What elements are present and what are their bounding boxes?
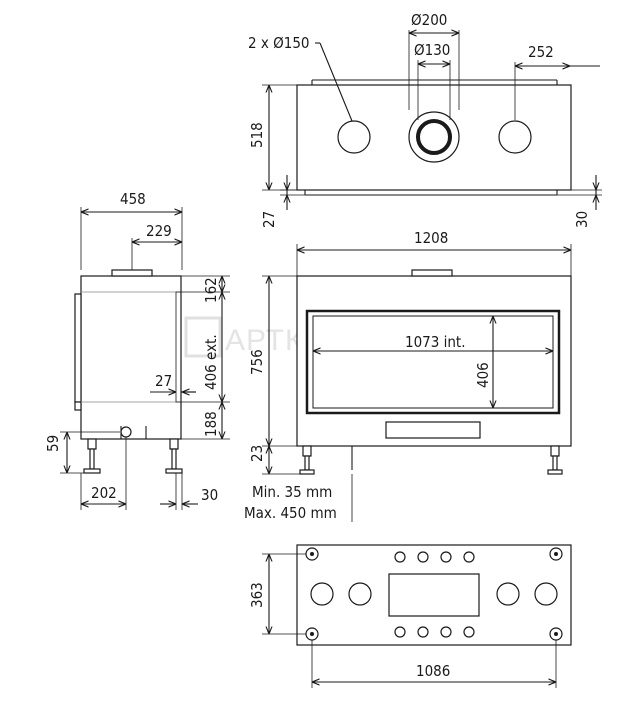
front-foot-right	[547, 469, 563, 475]
side-right-foot	[165, 468, 183, 474]
air-inlet-circle	[120, 426, 132, 438]
flue-right-circle	[498, 120, 532, 154]
bottom-view: 363 1086	[248, 544, 572, 688]
side-door-height-label: 406 ext.	[202, 334, 220, 390]
bottom-foot-br	[549, 627, 563, 641]
bottom-inlet-2	[348, 582, 372, 606]
front-glass-height-label: 406	[474, 362, 492, 388]
pipe-count-label: 2 x Ø150	[248, 34, 310, 52]
bottom-foot-tr	[549, 547, 563, 561]
pipe-spacing-label: 252	[528, 43, 554, 61]
side-wall-offset-label: 27	[155, 372, 172, 390]
side-flue-position-label: 229	[146, 222, 172, 240]
bottom-depth-label: 363	[248, 582, 266, 608]
top-left-offset-label: 27	[260, 211, 278, 228]
front-glass	[312, 315, 554, 409]
bottom-center-plate	[388, 573, 480, 617]
flue-center-inner-circle	[416, 119, 452, 155]
bottom-inlet-4	[534, 582, 558, 606]
side-inlet-height-label: 59	[44, 435, 62, 452]
side-leg-width-label: 30	[201, 486, 218, 504]
front-control-panel	[385, 421, 481, 439]
front-view-body	[296, 275, 572, 447]
outer-pipe-label: Ø200	[411, 11, 447, 29]
inner-pipe-label: Ø130	[414, 41, 450, 59]
front-leg-height-label: 23	[248, 445, 266, 462]
bottom-width-label: 1086	[416, 662, 450, 680]
front-leg-min-label: Min. 35 mm	[252, 483, 332, 501]
front-flue-collar	[411, 269, 453, 277]
top-view: 2 x Ø150 Ø200 Ø130 252 518 27	[248, 11, 602, 228]
top-depth-label: 518	[248, 122, 266, 148]
side-top-section-label: 162	[202, 277, 220, 303]
bottom-foot-bl	[305, 627, 319, 641]
side-flue-collar	[111, 269, 153, 277]
front-glass-width-label: 1073 int.	[405, 333, 466, 351]
front-leg-max-label: Max. 450 mm	[244, 504, 337, 522]
bottom-inlet-3	[496, 582, 520, 606]
side-view-body	[80, 275, 182, 440]
side-leg-spacing-label: 202	[91, 484, 117, 502]
side-bottom-section-label: 188	[202, 411, 220, 437]
bottom-inlet-1	[310, 582, 334, 606]
side-width-label: 458	[120, 190, 146, 208]
front-foot-left	[299, 469, 315, 475]
top-right-offset-label: 30	[573, 211, 591, 228]
flue-left-circle	[337, 120, 371, 154]
front-door-frame	[305, 309, 561, 415]
front-view: 1208 1073 int. 406 756 23 Min. 35 mm Max…	[244, 229, 572, 522]
front-width-label: 1208	[414, 229, 448, 247]
side-left-foot	[83, 468, 101, 474]
side-view: 458 229 162 406 ext. 188 27 59 202	[44, 190, 230, 510]
bottom-foot-tl	[305, 547, 319, 561]
front-height-label: 756	[248, 349, 266, 375]
